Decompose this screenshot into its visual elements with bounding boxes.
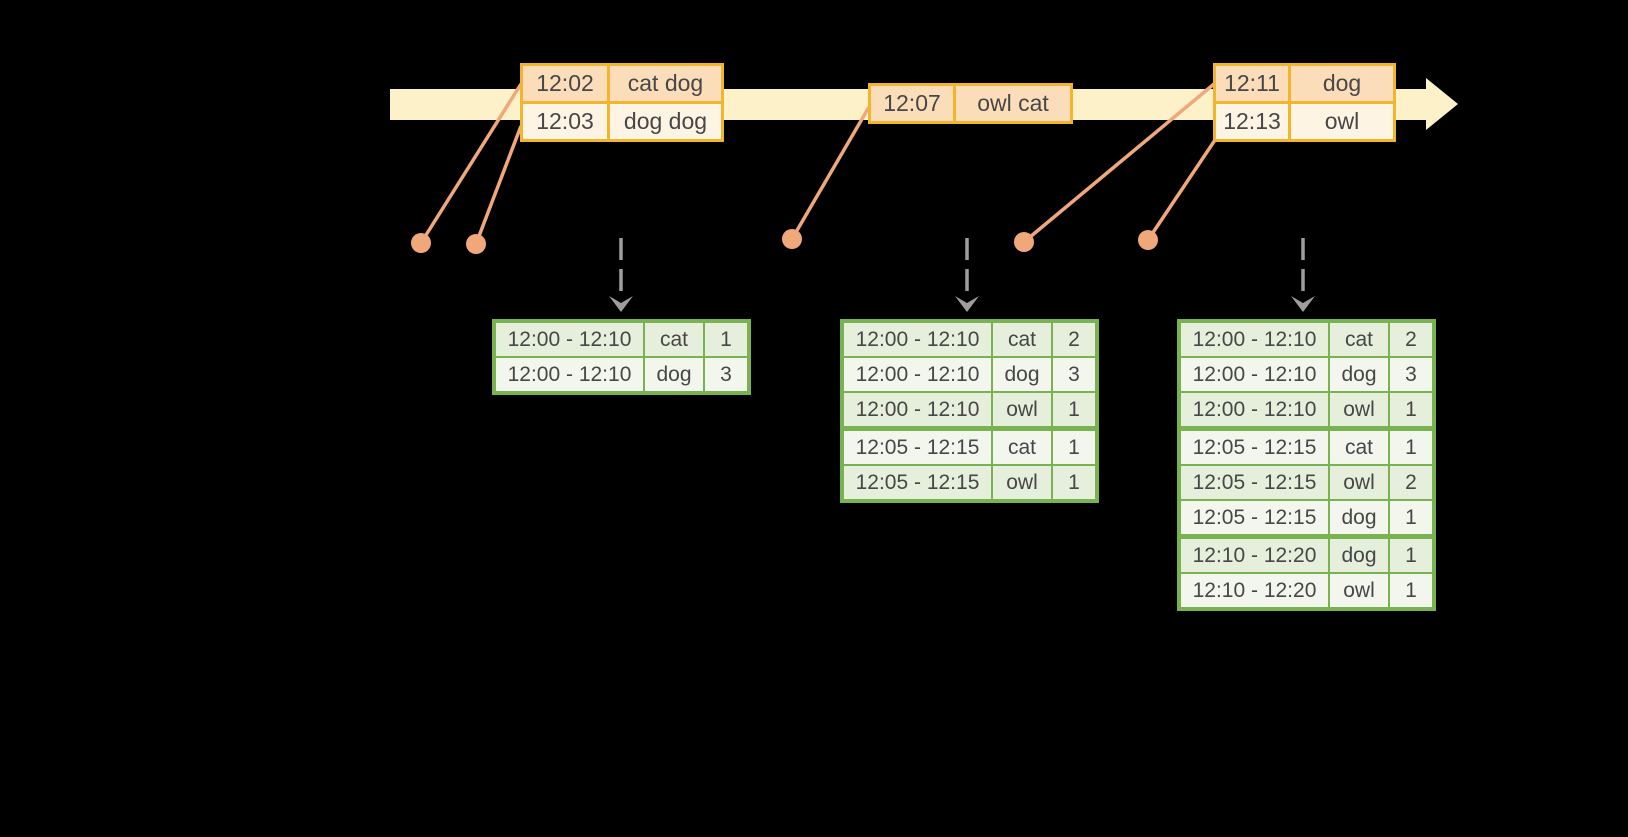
count-cell: 3 xyxy=(703,356,750,394)
word-cell: owl xyxy=(1328,464,1390,501)
time-cell: 12:07 xyxy=(868,83,956,124)
trigger-arrowheads xyxy=(609,296,1315,312)
window-cell: 12:00 - 12:10 xyxy=(1178,320,1330,358)
arrowhead-down-icon xyxy=(1291,296,1315,312)
connector-line xyxy=(790,106,871,240)
event-dot xyxy=(1138,230,1158,250)
window-cell: 12:00 - 12:10 xyxy=(841,356,993,393)
event-dots xyxy=(411,229,1158,254)
word-cell: owl xyxy=(1328,572,1390,610)
event-dot xyxy=(1014,232,1034,252)
arrowhead-down-icon xyxy=(609,296,633,312)
count-cell: 1 xyxy=(1388,391,1435,430)
count-cell: 1 xyxy=(1388,499,1435,538)
count-cell: 2 xyxy=(1388,464,1435,501)
count-cell: 1 xyxy=(1051,426,1098,466)
count-cell: 1 xyxy=(1388,572,1435,610)
word-cell: dog xyxy=(1328,534,1390,574)
event-connectors xyxy=(419,82,1217,245)
time-cell: 12:11 xyxy=(1213,63,1291,104)
word-cell: dog xyxy=(1328,356,1390,393)
timeline-arrowhead-icon xyxy=(1426,78,1458,130)
time-cell: 12:03 xyxy=(520,101,610,142)
word-cell: owl xyxy=(991,391,1053,430)
window-cell: 12:00 - 12:10 xyxy=(841,391,993,430)
window-cell: 12:00 - 12:10 xyxy=(841,320,993,358)
window-cell: 12:00 - 12:10 xyxy=(493,356,645,394)
word-cell: owl xyxy=(1328,391,1390,430)
words-cell: owl xyxy=(1288,101,1396,142)
count-cell: 3 xyxy=(1388,356,1435,393)
word-cell: cat xyxy=(991,426,1053,466)
window-cell: 12:05 - 12:15 xyxy=(1178,464,1330,501)
words-cell: dog dog xyxy=(607,101,724,142)
words-cell: dog xyxy=(1288,63,1396,104)
connector-line xyxy=(419,83,523,244)
window-cell: 12:10 - 12:20 xyxy=(1178,572,1330,610)
count-cell: 2 xyxy=(1388,320,1435,358)
words-cell: owl cat xyxy=(953,83,1073,124)
window-cell: 12:00 - 12:10 xyxy=(1178,391,1330,430)
word-cell: cat xyxy=(643,320,705,358)
count-cell: 1 xyxy=(1051,464,1098,502)
word-cell: cat xyxy=(1328,320,1390,358)
time-cell: 12:13 xyxy=(1213,101,1291,142)
count-cell: 1 xyxy=(1388,534,1435,574)
event-dot xyxy=(782,229,802,249)
word-cell: dog xyxy=(991,356,1053,393)
word-cell: cat xyxy=(1328,426,1390,466)
event-dot xyxy=(466,234,486,254)
word-cell: cat xyxy=(991,320,1053,358)
count-cell: 1 xyxy=(703,320,750,358)
word-cell: dog xyxy=(1328,499,1390,538)
arrowhead-down-icon xyxy=(955,296,979,312)
count-cell: 1 xyxy=(1388,426,1435,466)
window-cell: 12:00 - 12:10 xyxy=(493,320,645,358)
count-cell: 2 xyxy=(1051,320,1098,358)
connector-line xyxy=(474,125,523,245)
window-cell: 12:05 - 12:15 xyxy=(841,464,993,502)
word-cell: dog xyxy=(643,356,705,394)
window-cell: 12:05 - 12:15 xyxy=(841,426,993,466)
words-cell: cat dog xyxy=(607,63,724,104)
window-cell: 12:05 - 12:15 xyxy=(1178,499,1330,538)
window-cell: 12:00 - 12:10 xyxy=(1178,356,1330,393)
time-cell: 12:02 xyxy=(520,63,610,104)
connector-line xyxy=(1146,139,1217,241)
window-cell: 12:10 - 12:20 xyxy=(1178,534,1330,574)
count-cell: 1 xyxy=(1051,391,1098,430)
word-cell: owl xyxy=(991,464,1053,502)
count-cell: 3 xyxy=(1051,356,1098,393)
window-cell: 12:05 - 12:15 xyxy=(1178,426,1330,466)
event-dot xyxy=(411,233,431,253)
trigger-arrows xyxy=(619,238,1305,299)
connector-line xyxy=(1022,82,1216,244)
